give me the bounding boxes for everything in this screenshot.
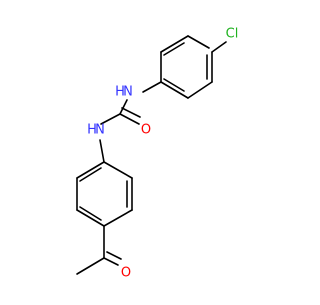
bond xyxy=(163,78,185,92)
nitrogen-label-lower: N xyxy=(95,123,105,138)
hydrogen-label-upper: H xyxy=(115,85,125,100)
bond xyxy=(100,113,121,125)
bonds-group xyxy=(76,35,227,275)
bond xyxy=(142,81,162,93)
bond xyxy=(99,139,105,163)
bond xyxy=(211,41,227,53)
molecule-structure-svg: Cl N H O N H O xyxy=(76,27,238,281)
bond xyxy=(76,209,105,227)
bond xyxy=(103,257,119,266)
atom-labels: Cl N H O N H O xyxy=(87,27,238,281)
bond xyxy=(187,81,213,99)
nitrogen-label-upper: N xyxy=(123,85,133,100)
oxygen-label-acetyl: O xyxy=(121,266,131,281)
bond xyxy=(79,206,102,221)
hydrogen-label-lower: H xyxy=(87,123,97,138)
bond xyxy=(160,35,189,53)
bond xyxy=(119,99,128,115)
chlorine-label: Cl xyxy=(226,27,239,42)
bond xyxy=(160,81,189,99)
bond xyxy=(103,161,133,179)
bond xyxy=(119,113,140,125)
bond xyxy=(103,209,133,227)
bond xyxy=(76,257,105,275)
bond xyxy=(79,167,102,182)
bond xyxy=(187,35,210,49)
molecule-diagram: Cl N H O N H O xyxy=(76,27,238,281)
bond xyxy=(121,107,141,118)
oxygen-label-carbonyl: O xyxy=(141,123,151,138)
bond xyxy=(106,251,122,260)
bond xyxy=(163,42,185,56)
bond xyxy=(76,161,105,179)
